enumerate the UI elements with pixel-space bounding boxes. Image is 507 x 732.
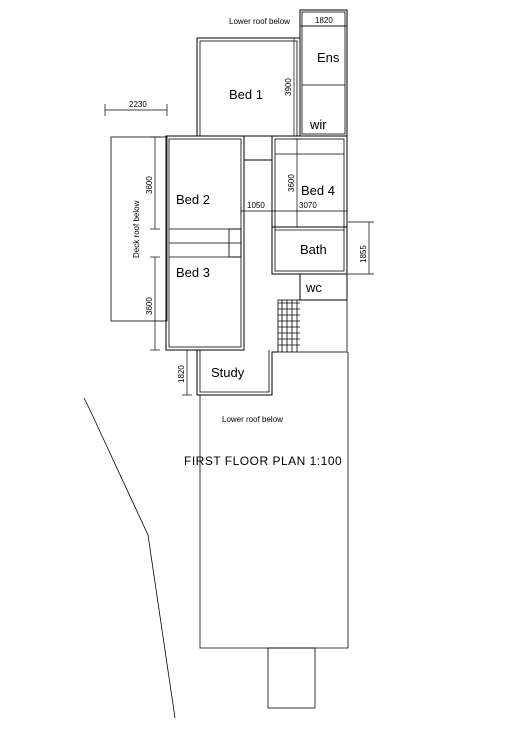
dim-hall-width: 1050 (240, 201, 273, 215)
dim-bed2-depth-text: 3600 (145, 176, 154, 194)
bed1-label: Bed 1 (229, 87, 263, 102)
dim-bed1-depth: 3900 (284, 37, 298, 137)
study-room-inner (199, 350, 270, 393)
study-room (196, 350, 278, 396)
lower-roof-top-note: Lower roof below (229, 17, 290, 26)
stair-outline (277, 299, 348, 353)
bed2-robe (228, 228, 242, 258)
stair-treads (278, 300, 300, 352)
wc-label: wc (305, 280, 322, 295)
dim-study-depth-text: 1820 (177, 365, 186, 383)
dim-bed4-width: 3070 (272, 201, 348, 215)
study-label: Study (211, 365, 245, 380)
dim-study-depth: 1820 (177, 349, 192, 396)
plan-title: FIRST FLOOR PLAN 1:100 (184, 454, 342, 468)
lower-projection (267, 647, 316, 709)
dim-bed2-depth: 3600 (145, 136, 160, 230)
dim-bed4-width-text: 3070 (299, 201, 317, 210)
dim-bath-depth-text: 1855 (359, 245, 368, 263)
bed4-label: Bed 4 (301, 183, 335, 198)
bed2-label: Bed 2 (176, 192, 210, 207)
bath-label: Bath (300, 242, 327, 257)
dim-bed4-depth-text: 3600 (287, 174, 296, 192)
dim-ens-width: 1820 (299, 16, 348, 30)
dim-hall-width-text: 1050 (247, 201, 265, 210)
ens-label: Ens (317, 50, 340, 65)
dim-bed3-depth: 3600 (145, 256, 160, 351)
lower-roof-outline (199, 352, 349, 649)
dim-deck-width: 2230 (104, 100, 168, 116)
dim-bed3-depth-text: 3600 (145, 297, 154, 315)
bed1-room-inner (199, 40, 298, 137)
dim-bath-depth: 1855 (348, 221, 374, 275)
lower-roof-mid-note: Lower roof below (222, 415, 283, 424)
dim-bed1-depth-text: 3900 (284, 78, 293, 96)
site-boundary-line (83, 397, 176, 719)
ens-room-inner (301, 11, 346, 135)
bed3-label: Bed 3 (176, 265, 210, 280)
deck-roof-note: Deck roof below (132, 200, 141, 258)
deck-roof-outline (110, 136, 168, 322)
dim-bed4-depth: 3600 (287, 138, 301, 227)
dim-ens-width-text: 1820 (315, 16, 333, 25)
bed4-bath-inner (274, 138, 345, 272)
dim-deck-width-text: 2230 (129, 100, 147, 109)
bed2-bed3-block (165, 135, 245, 351)
wir-label: wir (309, 117, 327, 132)
